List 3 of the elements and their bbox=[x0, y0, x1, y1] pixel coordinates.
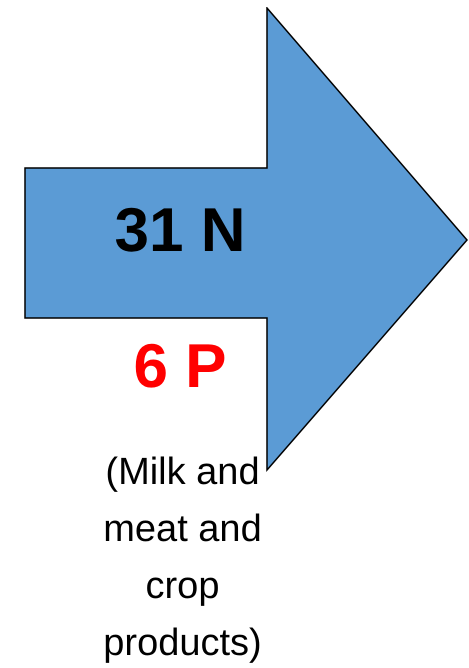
description-text: (Milk and meat and crop products) bbox=[102, 450, 263, 666]
value-label: 31 N bbox=[114, 200, 246, 262]
value-label: 6 P bbox=[132, 336, 228, 398]
